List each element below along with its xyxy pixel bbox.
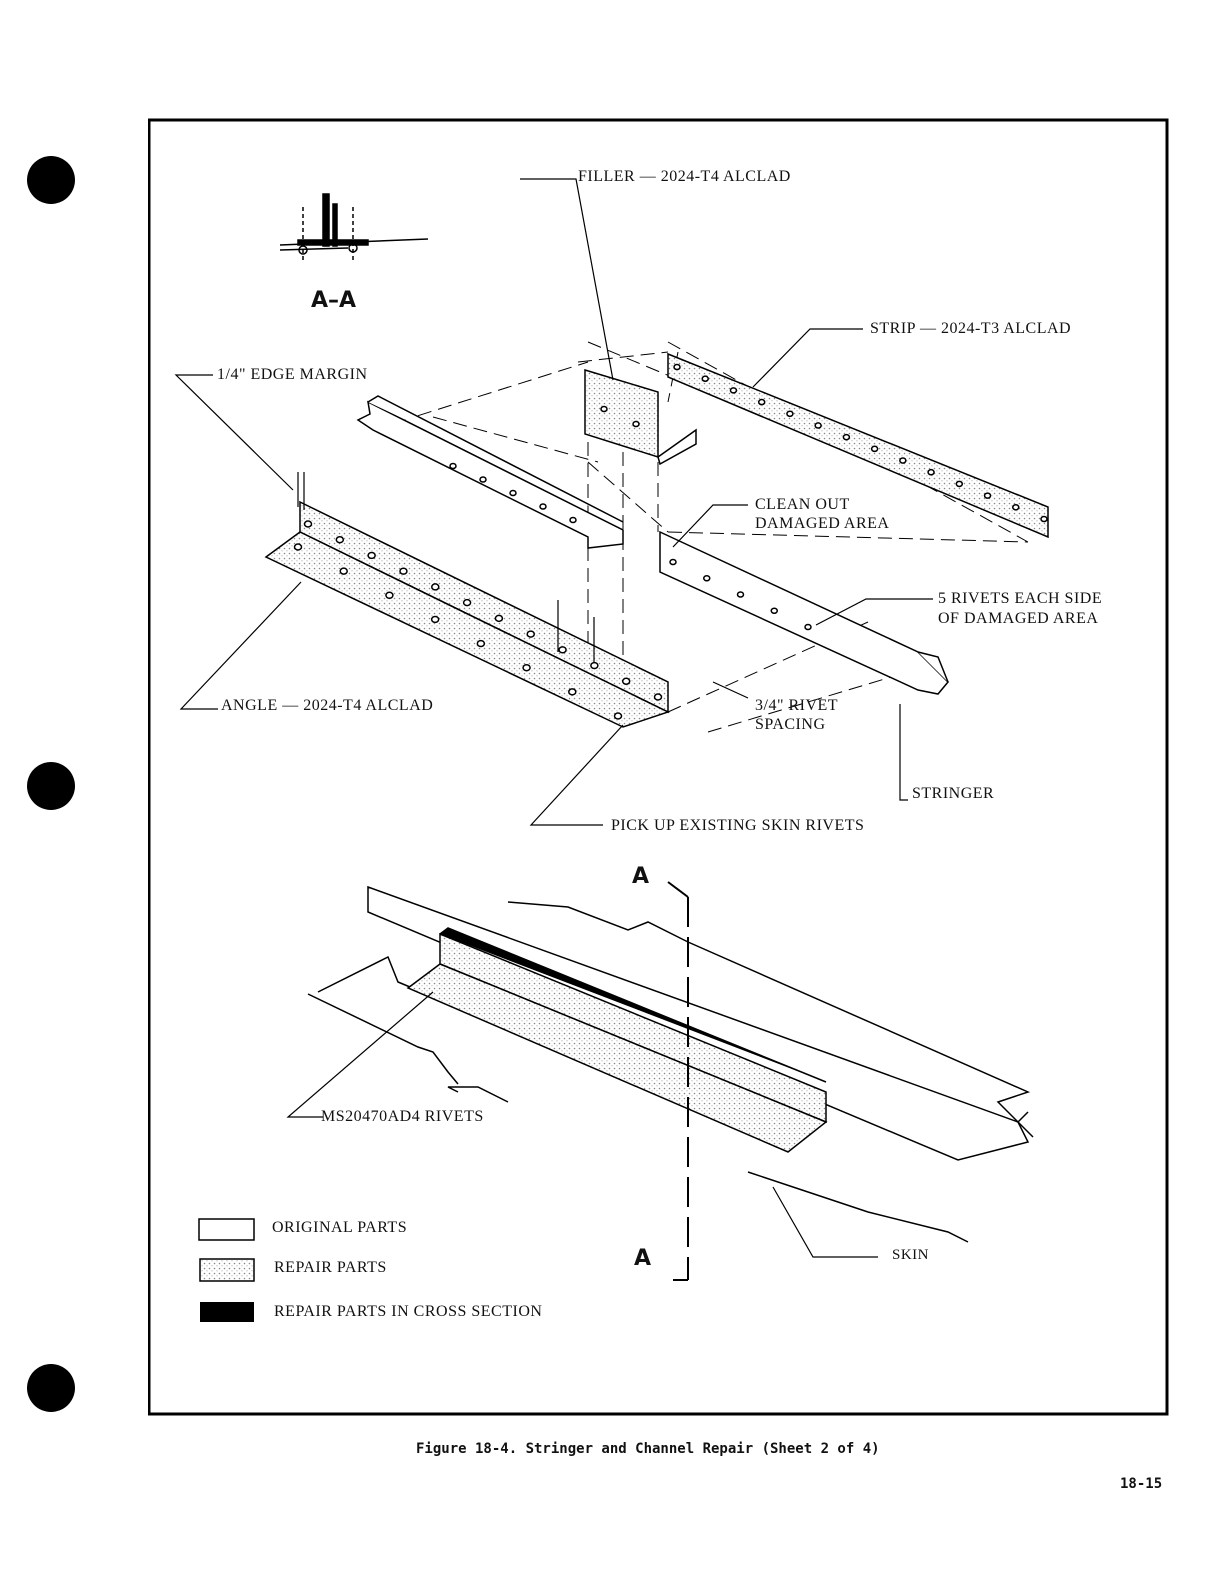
- rivet-hole: [729, 387, 738, 394]
- legend-original-label: ORIGINAL PARTS: [272, 1219, 408, 1236]
- rivet-hole: [569, 516, 577, 524]
- strip-label: STRIP — 2024-T3 ALCLAD: [870, 320, 1072, 337]
- legend-swatch-repair: [199, 1258, 255, 1282]
- punch-hole-bottom: [27, 1364, 75, 1412]
- rivet-hole: [293, 543, 303, 551]
- dimension-marks: [297, 472, 595, 667]
- rivet-hole: [613, 712, 623, 720]
- rivet-hole: [399, 567, 408, 575]
- section-aa-detail: [279, 193, 429, 262]
- rivet-hole: [367, 551, 376, 560]
- figure-frame: [148, 118, 1169, 1416]
- pick-up-label: PICK UP EXISTING SKIN RIVETS: [611, 817, 865, 834]
- rivet-hole: [814, 422, 822, 429]
- section-cut-line: [667, 881, 689, 1281]
- stringer-segment-right: [659, 530, 950, 695]
- strip-part: [667, 352, 1049, 539]
- legend-swatch-original: [198, 1218, 255, 1241]
- filler-label: FILLER — 2024-T4 ALCLAD: [578, 168, 791, 185]
- rivet-spacing-label-line-1: 3/4" RIVET: [755, 697, 839, 714]
- rivet-hole: [673, 363, 681, 371]
- rivet-hole: [927, 468, 935, 476]
- rivet-hole: [476, 639, 486, 648]
- rivet-hole: [590, 661, 599, 670]
- rivet-hole: [462, 598, 472, 607]
- rivet-hole: [539, 503, 547, 510]
- rivet-hole: [757, 398, 766, 406]
- rivet-hole: [842, 433, 851, 441]
- punch-hole-top: [27, 156, 75, 204]
- rivet-hole: [701, 375, 709, 382]
- leader-lines: [174, 178, 933, 1258]
- figure-caption: Figure 18-4. Stringer and Channel Repair…: [416, 1441, 880, 1457]
- assembled-stringer: [367, 885, 1030, 1161]
- rivet-hole: [522, 663, 531, 672]
- angle-label: ANGLE — 2024-T4 ALCLAD: [221, 697, 434, 714]
- legend-swatch-cross-section: [200, 1302, 254, 1322]
- rivet-hole: [526, 630, 535, 638]
- rivet-hole: [600, 405, 608, 413]
- edge-margin-label: 1/4" EDGE MARGIN: [217, 366, 368, 383]
- rivet-hole: [870, 445, 879, 453]
- angle-part: [264, 500, 670, 728]
- rivet-hole: [479, 476, 487, 483]
- rivet-hole: [385, 591, 394, 600]
- filler-part: [584, 368, 697, 466]
- assembled-skin: [307, 901, 1034, 1243]
- section-a-label-bottom: A: [634, 1246, 652, 1271]
- rivet-hole: [786, 410, 794, 418]
- rivet-hole: [430, 615, 440, 624]
- rivet-hole: [983, 492, 992, 499]
- rivet-hole: [669, 558, 677, 566]
- section-aa-title: A–A: [311, 288, 357, 313]
- rivet-hole: [509, 489, 517, 497]
- rivet-hole: [568, 688, 577, 696]
- legend-cross-section-label: REPAIR PARTS IN CROSS SECTION: [274, 1303, 543, 1320]
- rivet-hole: [303, 520, 313, 528]
- rivet-hole: [653, 693, 663, 701]
- rivet-hole: [339, 567, 348, 575]
- rivet-hole: [494, 614, 504, 623]
- punch-hole-middle: [27, 762, 75, 810]
- stringer-label: STRINGER: [912, 785, 995, 802]
- rivet-hole: [955, 480, 964, 488]
- clean-out-label-line-2: DAMAGED AREA: [755, 515, 890, 532]
- assembled-angle: [406, 927, 828, 1153]
- rivet-hole: [770, 607, 778, 615]
- legend-repair-label: REPAIR PARTS: [274, 1259, 387, 1276]
- rivet-hole: [703, 574, 711, 582]
- rivet-hole: [899, 457, 907, 464]
- section-a-label-top: A: [632, 864, 650, 889]
- rivet-hole: [736, 591, 745, 598]
- page-number: 18-15: [1120, 1476, 1163, 1492]
- skin-label: SKIN: [892, 1247, 930, 1263]
- stringer-segment-left: [356, 395, 624, 549]
- rivet-hole: [621, 677, 631, 685]
- rivet-hole: [449, 462, 457, 470]
- five-rivets-label-line-2: OF DAMAGED AREA: [938, 610, 1099, 627]
- clean-out-label-line-1: CLEAN OUT: [755, 496, 850, 513]
- ms-rivets-label: MS20470AD4 RIVETS: [321, 1108, 484, 1125]
- rivet-spacing-label-line-2: SPACING: [755, 716, 826, 733]
- rivet-hole: [431, 583, 440, 591]
- rivet-hole: [1040, 515, 1048, 523]
- rivet-hole: [558, 646, 567, 654]
- rivet-hole: [335, 536, 345, 544]
- rivet-hole: [632, 420, 640, 428]
- rivet-hole: [804, 623, 812, 631]
- rivet-hole: [1012, 504, 1020, 511]
- five-rivets-label-line-1: 5 RIVETS EACH SIDE: [938, 590, 1103, 607]
